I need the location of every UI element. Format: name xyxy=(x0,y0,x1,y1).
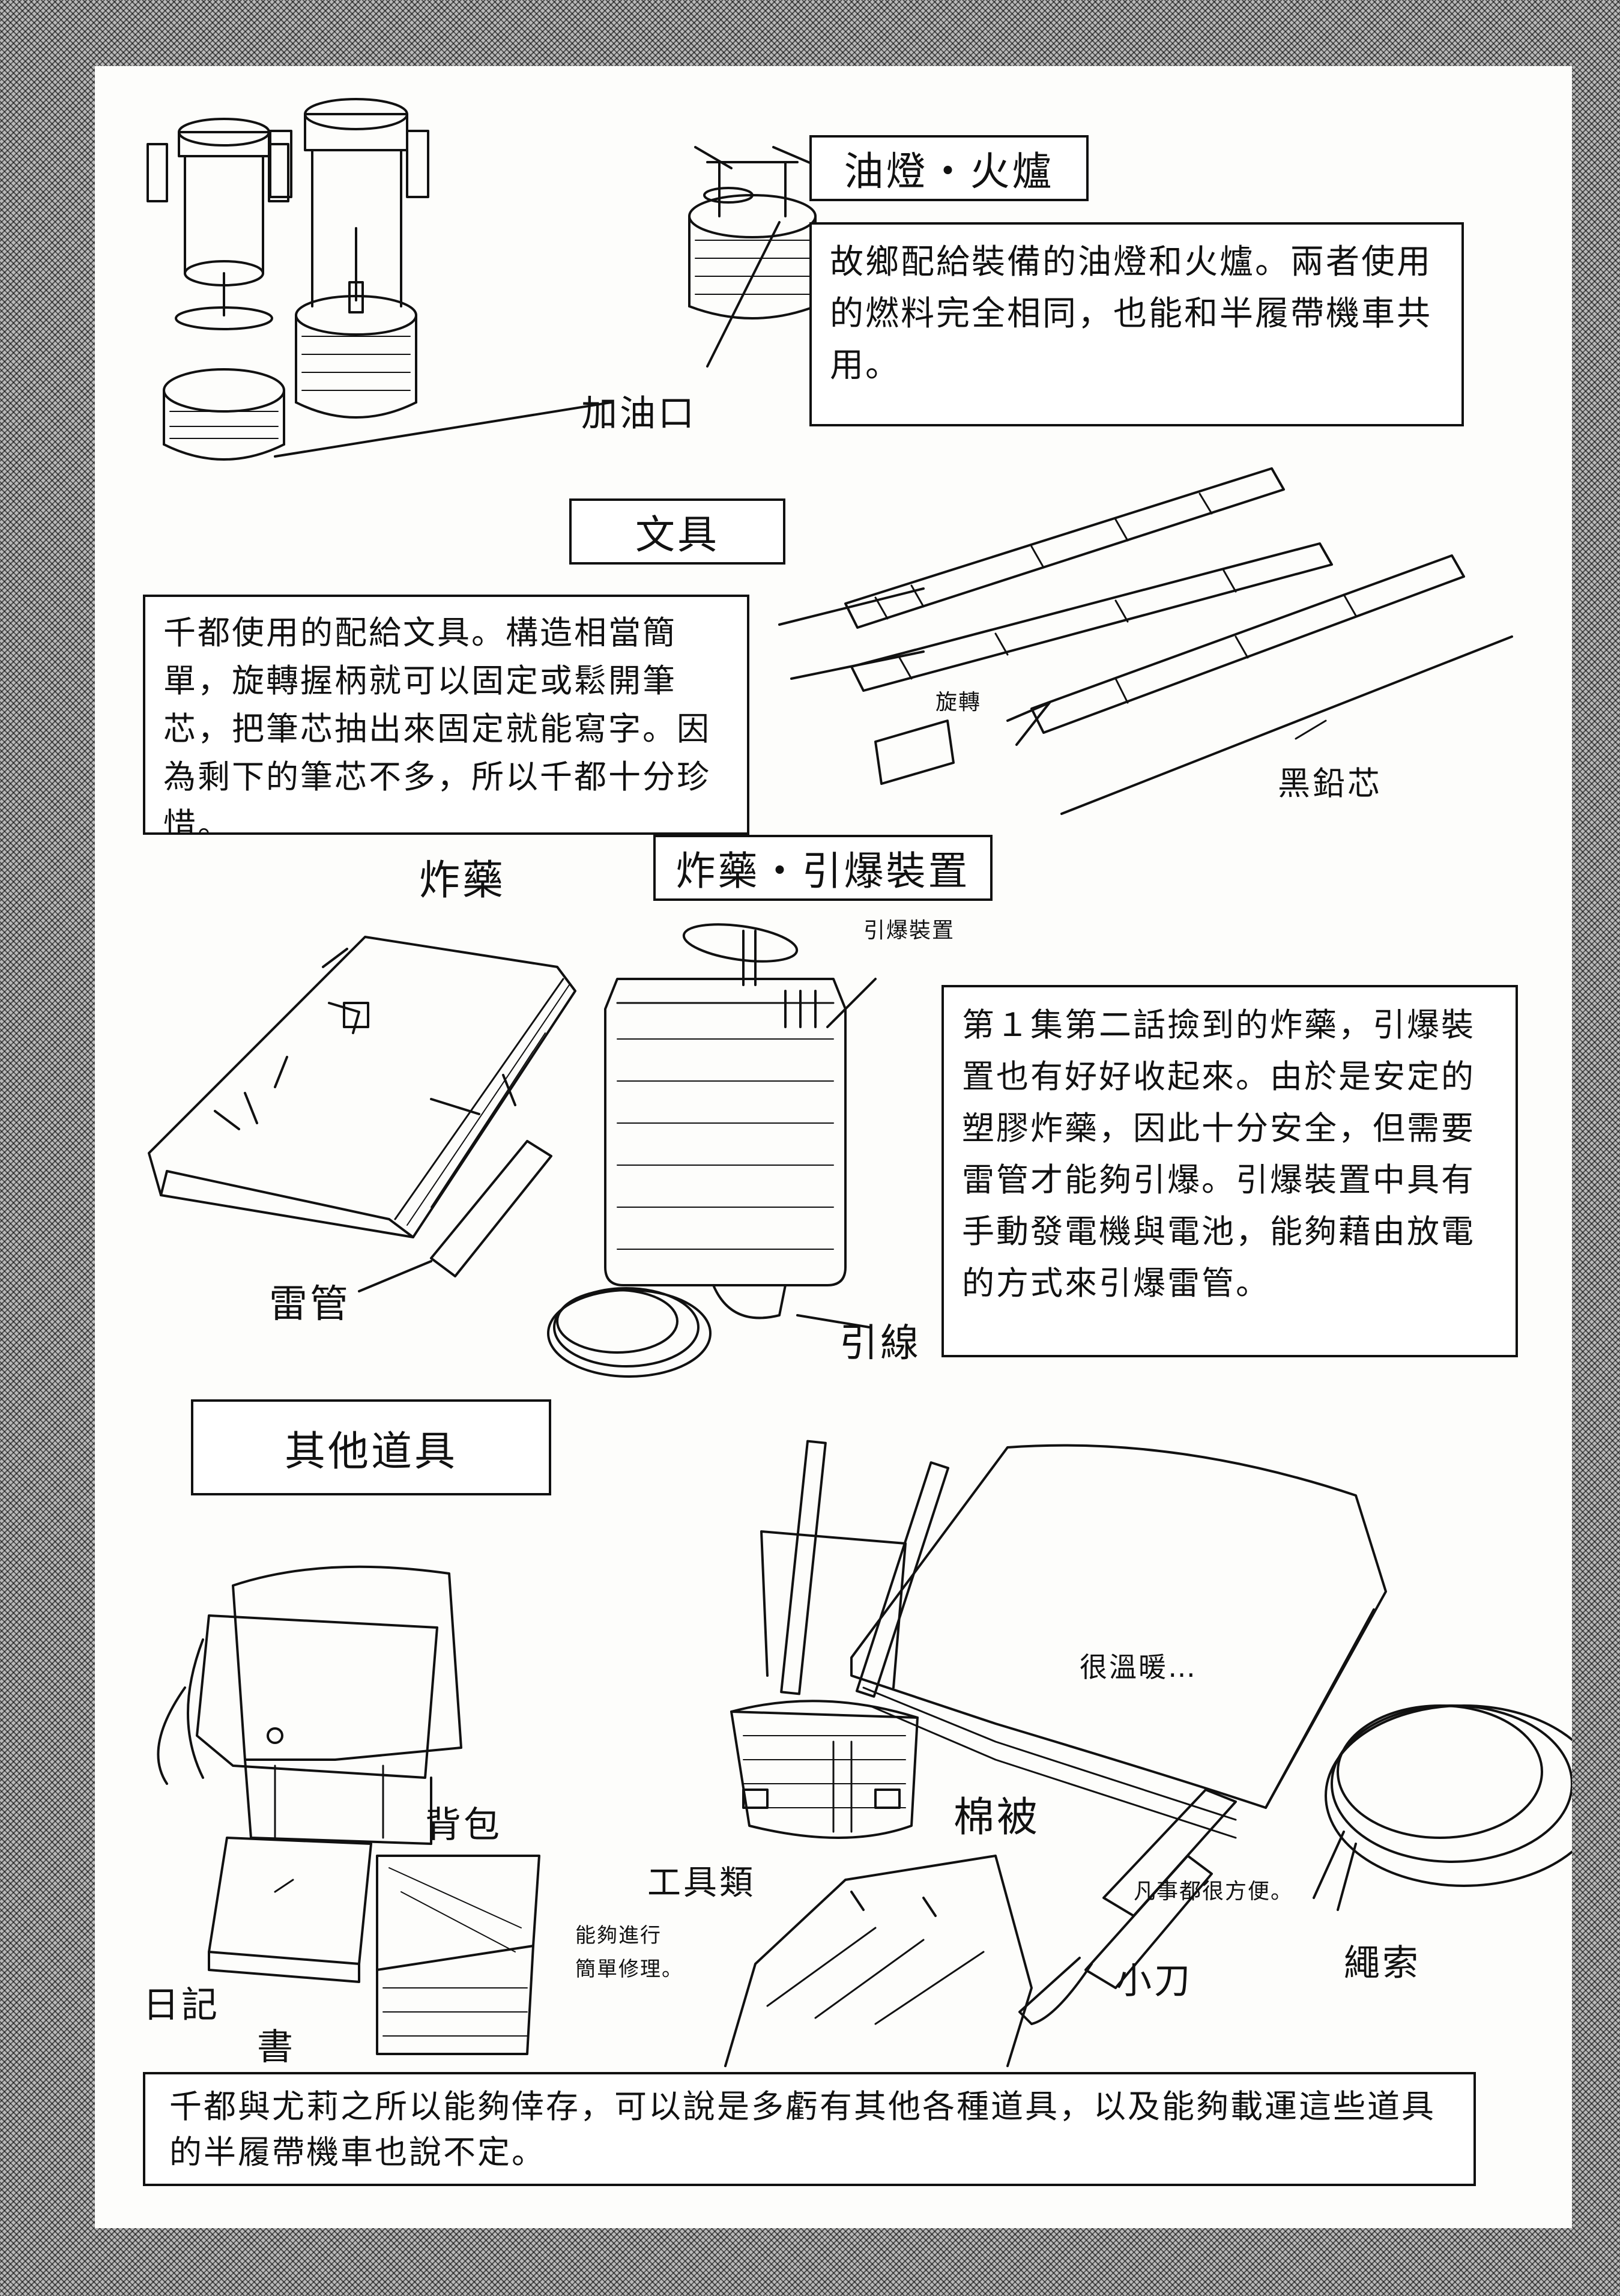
manga-page: 油燈・火爐 故鄉配給裝備的油燈和火爐。兩者使用的燃料完全相同，也能和半履帶機車共… xyxy=(95,66,1572,2228)
blanket-label: 棉被 xyxy=(954,1794,1041,1841)
backpack-label: 背包 xyxy=(425,1804,502,1846)
detonator-device-label: 引爆裝置 xyxy=(863,918,955,943)
pencil-illustration xyxy=(778,467,1513,815)
stationery-section-title: 文具 xyxy=(569,498,791,571)
fuse-wire-label: 引線 xyxy=(839,1321,921,1366)
lamp-illustration xyxy=(147,98,817,461)
books-label: 書 xyxy=(257,2026,295,2068)
other-tools-section-title: 其他道具 xyxy=(191,1399,557,1501)
simple-repair-label: 能夠進行 簡單修理。 xyxy=(575,1919,683,1986)
equipment-sketches xyxy=(147,98,1572,2067)
rotate-label: 旋轉 xyxy=(935,690,982,715)
warm-label: 很溫暖… xyxy=(1080,1651,1197,1683)
explosives-description: 第１集第二話撿到的炸藥，引爆裝置也有好好收起來。由於是安定的塑膠炸藥，因此十分安… xyxy=(941,985,1518,1357)
graphite-lead-label: 黑鉛芯 xyxy=(1278,765,1382,802)
knife-label: 小刀 xyxy=(1116,1960,1192,2002)
lamp-section-title: 油燈・火爐 xyxy=(809,135,1095,207)
other-tools-illustration xyxy=(157,1440,1572,2067)
explosive-illustration xyxy=(148,923,877,1378)
simple-repair-line1: 能夠進行 xyxy=(575,1924,662,1948)
footer-description: 千都與尤莉之所以能夠倖存，可以說是多虧有其他各種道具，以及能夠載運這些道具的半履… xyxy=(143,2072,1476,2186)
fuel-port-label: 加油口 xyxy=(581,393,697,435)
lamp-description: 故鄉配給裝備的油燈和火爐。兩者使用的燃料完全相同，也能和半履帶機車共用。 xyxy=(809,222,1464,426)
diary-label: 日記 xyxy=(143,1984,220,2026)
rope-label: 繩索 xyxy=(1344,1942,1421,1984)
tools-label: 工具類 xyxy=(647,1864,755,1903)
very-convenient-label: 凡事都很方便。 xyxy=(1134,1879,1294,1904)
explosive-label: 炸藥 xyxy=(419,857,506,904)
explosives-section-title: 炸藥・引爆裝置 xyxy=(653,835,999,907)
blasting-cap-label: 雷管 xyxy=(269,1282,351,1327)
stationery-description: 千都使用的配給文具。構造相當簡單，旋轉握柄就可以固定或鬆開筆芯，把筆芯抽出來固定… xyxy=(143,595,749,835)
simple-repair-line2: 簡單修理。 xyxy=(575,1957,683,1981)
